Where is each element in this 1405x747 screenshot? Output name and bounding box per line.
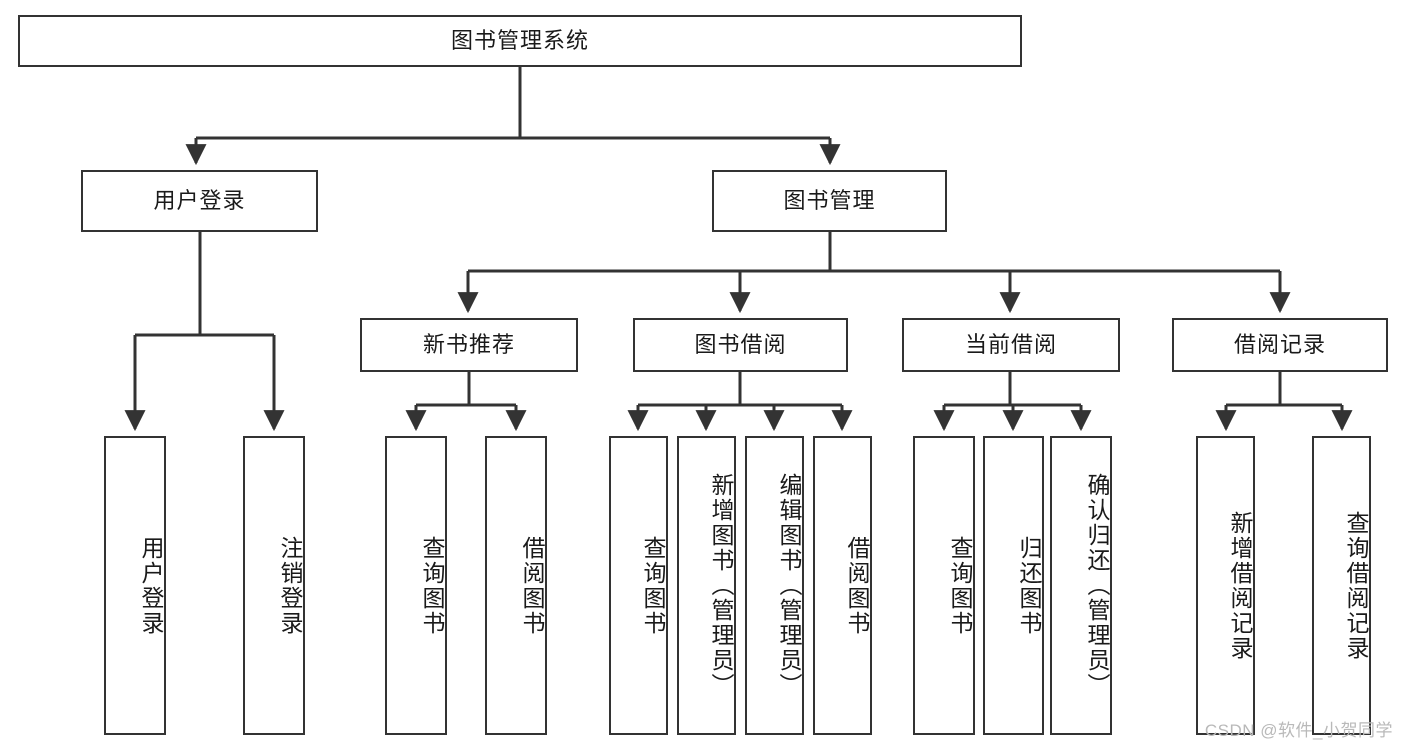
node-leaf-query-borrow-record-label: 查询借阅记录 [1343,510,1369,661]
node-book-borrow[interactable]: 图书借阅 [633,318,848,372]
node-leaf-edit-book-admin[interactable]: 编辑图书（管理员） [745,436,804,735]
node-book-management-label: 图书管理 [783,188,876,214]
node-leaf-add-book-admin[interactable]: 新增图书（管理员） [677,436,736,735]
node-leaf-query-borrow-record[interactable]: 查询借阅记录 [1312,436,1371,735]
node-leaf-query-book-borrow[interactable]: 查询图书 [609,436,668,735]
node-leaf-user-login-label: 用户登录 [138,535,164,636]
node-leaf-logout-label: 注销登录 [277,535,303,636]
node-leaf-borrow-book-label: 借阅图书 [844,535,870,636]
node-leaf-borrow-book-recommend-label: 借阅图书 [519,535,545,636]
node-leaf-query-book-recommend-label: 查询图书 [419,535,445,636]
node-leaf-add-book-admin-label: 新增图书（管理员） [708,473,734,698]
csdn-watermark: CSDN @软件_小贺同学 [1204,721,1393,740]
node-new-book-recommend[interactable]: 新书推荐 [360,318,578,372]
node-current-borrow-label: 当前借阅 [964,332,1057,358]
node-book-borrow-label: 图书借阅 [694,332,787,358]
node-leaf-return-book-label: 归还图书 [1016,535,1042,636]
node-leaf-borrow-book[interactable]: 借阅图书 [813,436,872,735]
node-leaf-query-book-recommend[interactable]: 查询图书 [385,436,447,735]
node-leaf-user-login[interactable]: 用户登录 [104,436,166,735]
node-new-book-recommend-label: 新书推荐 [422,332,515,358]
node-leaf-return-book[interactable]: 归还图书 [983,436,1044,735]
node-borrow-record-label: 借阅记录 [1233,332,1326,358]
node-leaf-add-borrow-record[interactable]: 新增借阅记录 [1196,436,1255,735]
node-leaf-query-book-current-label: 查询图书 [947,535,973,636]
node-leaf-query-book-borrow-label: 查询图书 [640,535,666,636]
node-leaf-query-book-current[interactable]: 查询图书 [913,436,975,735]
node-borrow-record[interactable]: 借阅记录 [1172,318,1388,372]
node-leaf-add-borrow-record-label: 新增借阅记录 [1227,510,1253,661]
node-book-management[interactable]: 图书管理 [712,170,947,232]
node-root-label: 图书管理系统 [450,28,589,54]
node-leaf-confirm-return-admin[interactable]: 确认归还（管理员） [1050,436,1112,735]
node-leaf-edit-book-admin-label: 编辑图书（管理员） [776,473,802,698]
node-root[interactable]: 图书管理系统 [18,15,1022,67]
node-leaf-confirm-return-admin-label: 确认归还（管理员） [1084,473,1110,698]
node-user-login-label: 用户登录 [153,188,246,214]
node-user-login[interactable]: 用户登录 [81,170,318,232]
node-leaf-logout[interactable]: 注销登录 [243,436,305,735]
node-current-borrow[interactable]: 当前借阅 [902,318,1120,372]
node-leaf-borrow-book-recommend[interactable]: 借阅图书 [485,436,547,735]
